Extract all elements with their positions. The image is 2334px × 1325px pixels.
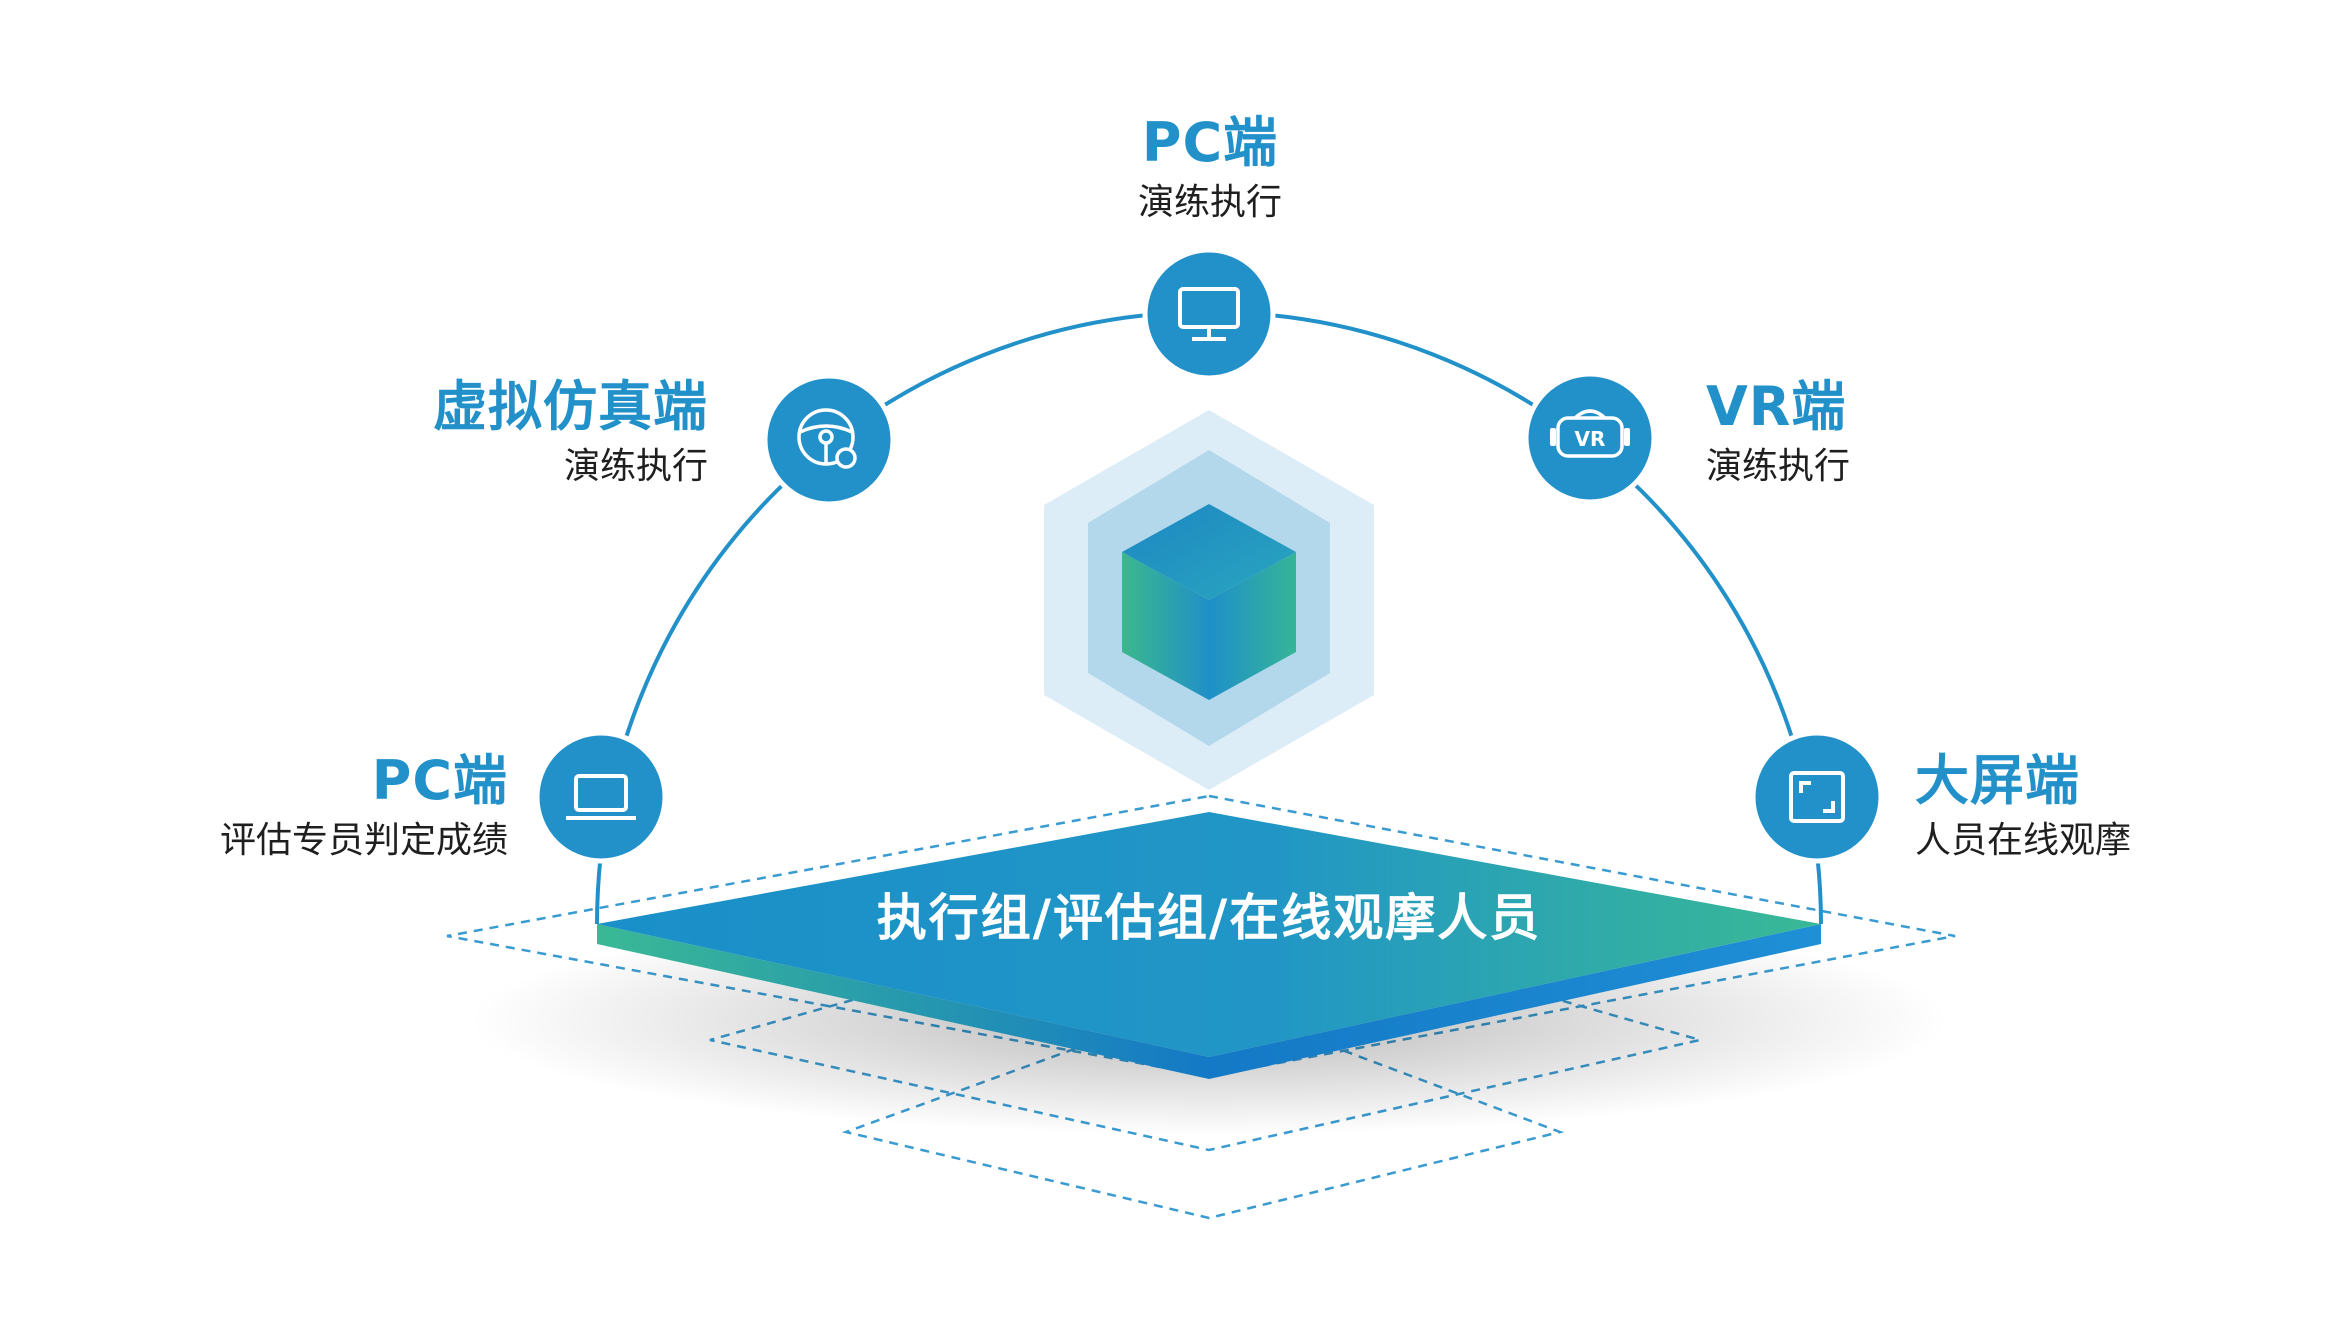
- node-lower-left-subtitle: 评估专员判定成绩: [219, 820, 508, 862]
- node-lower-right-subtitle: 人员在线观摩: [1915, 820, 2132, 862]
- node-upper-right-label: VR端 演练执行: [1706, 375, 2066, 488]
- node-lower-right-label: 大屏端 人员在线观摩: [1915, 749, 2295, 862]
- vr-headset-icon: VR: [1550, 409, 1630, 458]
- node-lower-left-circle: [534, 730, 668, 864]
- node-top-circle: [1142, 247, 1276, 381]
- cube-left-face: [1122, 552, 1209, 700]
- node-lower-left-title: PC端: [371, 749, 508, 812]
- node-lower-left-label: PC端 评估专员判定成绩: [110, 749, 508, 862]
- node-top-label: PC端 演练执行: [1060, 111, 1360, 224]
- node-top-title: PC端: [1141, 111, 1279, 174]
- node-upper-left-subtitle: 演练执行: [563, 446, 708, 488]
- node-upper-right-subtitle: 演练执行: [1706, 446, 1851, 488]
- center-hexagon-group: [1044, 410, 1374, 790]
- cube-top-face: [1122, 504, 1296, 600]
- node-top-subtitle: 演练执行: [1137, 182, 1282, 224]
- cube-right-face: [1209, 552, 1296, 700]
- vr-icon-text: VR: [1575, 427, 1606, 451]
- platform-top: [597, 812, 1821, 1057]
- node-upper-right-title: VR端: [1706, 375, 1847, 438]
- laptop-icon: [566, 774, 636, 820]
- node-lower-right-circle: [1750, 730, 1884, 864]
- steering-wheel-icon: [797, 408, 857, 469]
- dashed-layer-1: [446, 794, 1956, 1078]
- central-platform: 执行组/评估组/在线观摩人员: [597, 812, 1821, 1079]
- center-cube: [1122, 504, 1296, 700]
- platform-label: 执行组/评估组/在线观摩人员: [877, 889, 1542, 947]
- node-upper-left-circle: [762, 373, 896, 507]
- node-lower-right-title: 大屏端: [1915, 749, 2080, 812]
- big-screen-icon: [1789, 771, 1845, 823]
- node-upper-left-title: 虚拟仿真端: [433, 375, 708, 438]
- monitor-icon: [1178, 287, 1240, 341]
- node-upper-right-circle: VR: [1523, 371, 1657, 505]
- node-upper-left-label: 虚拟仿真端 演练执行: [320, 375, 708, 488]
